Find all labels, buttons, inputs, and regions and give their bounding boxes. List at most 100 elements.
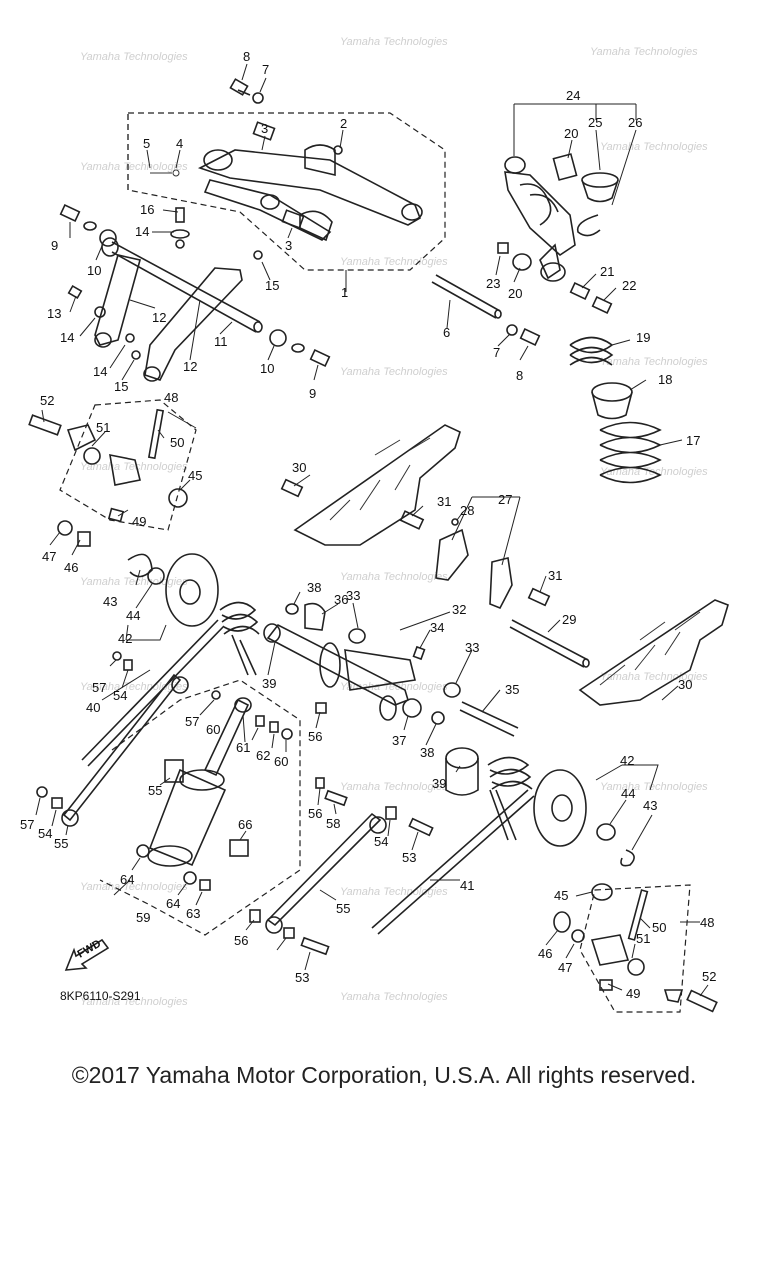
callout-3: 3 (261, 121, 268, 136)
callout-43: 43 (103, 594, 117, 609)
callout-14: 14 (135, 224, 149, 239)
callout-52: 52 (702, 969, 716, 984)
swing-arm (150, 121, 423, 260)
callout-50: 50 (652, 920, 666, 935)
callout-1: 1 (341, 285, 348, 300)
callout-3: 3 (285, 238, 292, 253)
frame-rails (293, 424, 729, 706)
callout-47: 47 (42, 549, 56, 564)
callout-53: 53 (295, 970, 309, 985)
callout-54: 54 (38, 826, 52, 841)
callout-62: 62 (256, 748, 270, 763)
callout-30: 30 (292, 460, 306, 475)
callout-8: 8 (516, 368, 523, 383)
watermark: Yamaha Technologies (80, 576, 188, 588)
watermark: Yamaha Technologies (340, 36, 448, 48)
callout-15: 15 (114, 379, 128, 394)
callout-64: 64 (166, 896, 180, 911)
callout-38: 38 (307, 580, 321, 595)
callout-45: 45 (554, 888, 568, 903)
rocker-arm (263, 602, 519, 796)
callout-39: 39 (262, 676, 276, 691)
rear-shock (497, 153, 619, 314)
group-boundaries (59, 112, 691, 1013)
callout-36: 36 (334, 592, 348, 607)
callout-56: 56 (308, 806, 322, 821)
watermark: Yamaha Technologies (600, 671, 708, 683)
callout-10: 10 (87, 263, 101, 278)
bolts-9-10 (59, 204, 331, 367)
watermark: Yamaha Technologies (600, 356, 708, 368)
callout-33: 33 (465, 640, 479, 655)
callout-55: 55 (54, 836, 68, 851)
callout-39: 39 (432, 776, 446, 791)
watermark: Yamaha Technologies (80, 996, 188, 1008)
callout-45: 45 (188, 468, 202, 483)
watermark: Yamaha Technologies (340, 991, 448, 1003)
watermark: Yamaha Technologies (80, 51, 188, 63)
callout-7: 7 (493, 345, 500, 360)
callout-55: 55 (336, 901, 350, 916)
callout-54: 54 (374, 834, 388, 849)
right-pulley-assembly (533, 769, 718, 1013)
copyright-notice: ©2017 Yamaha Motor Corporation, U.S.A. A… (71, 1062, 697, 1088)
callout-9: 9 (309, 386, 316, 401)
callout-28: 28 (460, 503, 474, 518)
callout-48: 48 (700, 915, 714, 930)
callout-66: 66 (238, 817, 252, 832)
callout-44: 44 (126, 608, 140, 623)
callout-59: 59 (136, 910, 150, 925)
callout-44: 44 (621, 786, 635, 801)
callout-10: 10 (260, 361, 274, 376)
callout-57: 57 (20, 817, 34, 832)
callout-30: 30 (678, 677, 692, 692)
callout-38: 38 (420, 745, 434, 760)
callout-42: 42 (118, 631, 132, 646)
callout-31: 31 (437, 494, 451, 509)
callout-52: 52 (40, 393, 54, 408)
callout-12: 12 (152, 310, 166, 325)
callout-18: 18 (658, 372, 672, 387)
callout-11: 11 (214, 334, 228, 349)
callout-14: 14 (93, 364, 107, 379)
callout-26: 26 (628, 115, 642, 130)
callout-15: 15 (265, 278, 279, 293)
callout-60: 60 (274, 754, 288, 769)
callout-49: 49 (626, 986, 640, 1001)
callout-50: 50 (170, 435, 184, 450)
fwd-arrow-icon: FWD (64, 938, 110, 971)
callout-60: 60 (206, 722, 220, 737)
callout-47: 47 (558, 960, 572, 975)
callout-21: 21 (600, 264, 614, 279)
callout-2: 2 (340, 116, 347, 131)
links-55 (61, 673, 387, 934)
callout-54: 54 (113, 688, 127, 703)
callout-55: 55 (148, 783, 162, 798)
callout-46: 46 (64, 560, 78, 575)
callout-25: 25 (588, 115, 602, 130)
watermark: Yamaha Technologies (80, 161, 188, 173)
watermarks: Yamaha Technologies Yamaha Technologies … (80, 36, 708, 1008)
watermark: Yamaha Technologies (600, 141, 708, 153)
callout-27: 27 (498, 492, 512, 507)
callout-31: 31 (548, 568, 562, 583)
damper-59 (136, 697, 252, 891)
callout-43: 43 (643, 798, 657, 813)
callout-61: 61 (236, 740, 250, 755)
watermark: Yamaha Technologies (80, 461, 188, 473)
callout-51: 51 (636, 931, 650, 946)
rear-axle-assembly (67, 207, 263, 382)
callout-37: 37 (392, 733, 406, 748)
watermark: Yamaha Technologies (590, 46, 698, 58)
torsion-springs (81, 601, 535, 935)
callout-48: 48 (164, 390, 178, 405)
callout-22: 22 (622, 278, 636, 293)
callout-24: 24 (566, 88, 580, 103)
callout-19: 19 (636, 330, 650, 345)
callout-56: 56 (234, 933, 248, 948)
watermark: Yamaha Technologies (340, 571, 448, 583)
bolt-top (229, 78, 264, 104)
left-pulley-assembly (28, 408, 219, 627)
callout-13: 13 (47, 306, 61, 321)
callout-57: 57 (185, 714, 199, 729)
